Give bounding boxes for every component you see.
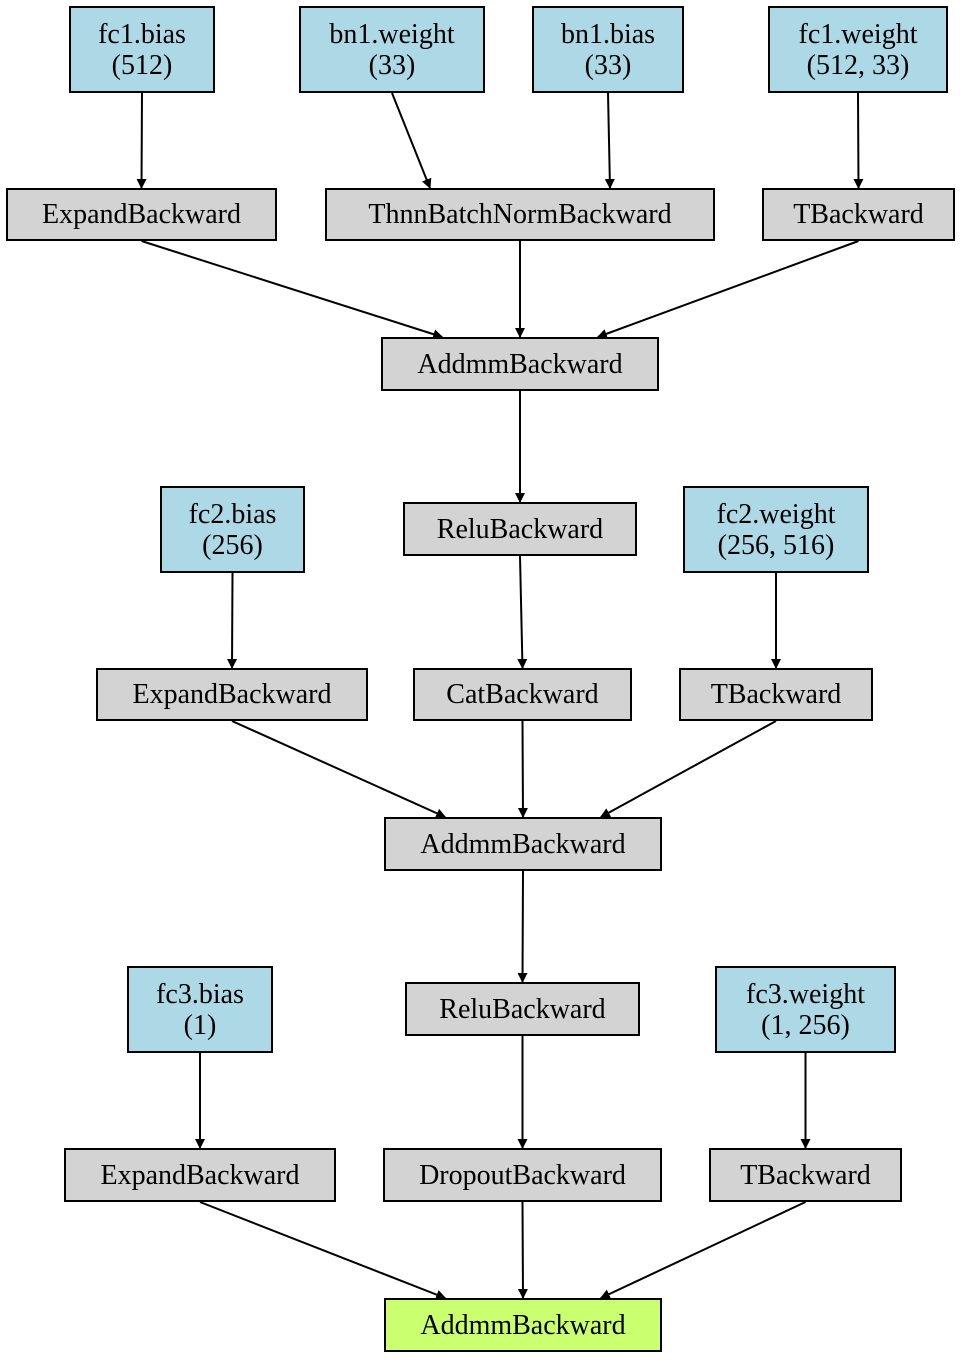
- param-node-fc3-bias: fc3.bias (1): [127, 966, 273, 1053]
- edge-t3-to-addmm3: [599, 1201, 806, 1299]
- edge-fc1_weight-to-t1: [853, 92, 864, 189]
- param-shape: (33): [368, 49, 416, 81]
- op-label: AddmmBackward: [420, 828, 626, 860]
- edge-t1-to-addmm1: [596, 240, 859, 339]
- param-node-bn1-weight: bn1.weight (33): [299, 6, 485, 93]
- param-name: fc1.weight: [798, 18, 918, 50]
- op-label: AddmmBackward: [420, 1309, 626, 1341]
- param-shape: (512): [111, 49, 173, 81]
- edge-fc1_bias-to-expand1: [136, 92, 147, 189]
- op-node-relu-backward: ReluBackward: [403, 502, 637, 556]
- param-node-fc2-bias: fc2.bias (256): [160, 486, 305, 573]
- param-node-fc1-bias: fc1.bias (512): [69, 6, 215, 93]
- edge-cat-to-addmm2: [517, 720, 528, 818]
- edge-expand3-to-addmm3: [199, 1201, 447, 1300]
- op-node-cat-backward: CatBackward: [413, 668, 632, 721]
- op-node-t-backward: TBackward: [762, 188, 955, 241]
- op-node-relu-backward: ReluBackward: [405, 982, 640, 1036]
- op-node-addmm-backward: AddmmBackward: [381, 337, 659, 391]
- op-label: DropoutBackward: [419, 1159, 626, 1191]
- edge-addmm2-to-relu2: [517, 870, 528, 983]
- op-node-expand-backward: ExpandBackward: [64, 1148, 336, 1202]
- op-label: ReluBackward: [436, 513, 604, 545]
- edge-bn1_bias-to-batchnorm: [604, 92, 615, 189]
- op-label: CatBackward: [446, 679, 599, 710]
- op-label: TBackward: [740, 1159, 871, 1191]
- edge-t2-to-addmm2: [599, 720, 777, 818]
- op-node-addmm-backward: AddmmBackward: [384, 817, 662, 871]
- param-shape: (256, 516): [717, 529, 835, 561]
- op-label: TBackward: [710, 679, 842, 710]
- op-label: ThnnBatchNormBackward: [368, 199, 672, 230]
- param-node-fc2-weight: fc2.weight (256, 516): [683, 486, 869, 573]
- param-name: fc2.weight: [716, 498, 836, 530]
- param-name: fc2.bias: [188, 498, 277, 530]
- op-node-expand-backward: ExpandBackward: [96, 668, 368, 721]
- op-label: AddmmBackward: [417, 348, 623, 380]
- edge-bn1_weight-to-batchnorm: [391, 92, 432, 189]
- output-node-addmm-backward: AddmmBackward: [384, 1298, 662, 1352]
- param-shape: (256): [202, 529, 263, 561]
- edge-relu1-to-cat: [517, 555, 528, 669]
- op-label: TBackward: [793, 199, 924, 230]
- op-node-dropout-backward: DropoutBackward: [383, 1148, 662, 1202]
- param-node-fc3-weight: fc3.weight (1, 256): [715, 966, 896, 1053]
- op-label: ExpandBackward: [100, 1159, 300, 1191]
- param-name: bn1.weight: [329, 18, 455, 50]
- param-shape: (1, 256): [761, 1009, 850, 1041]
- param-name: fc1.bias: [98, 18, 186, 50]
- param-name: bn1.bias: [560, 18, 656, 50]
- param-node-fc1-weight: fc1.weight (512, 33): [768, 6, 948, 93]
- edge-expand2-to-addmm2: [231, 720, 447, 818]
- op-label: ExpandBackward: [41, 199, 242, 230]
- op-label: ExpandBackward: [132, 679, 332, 710]
- edge-expand1-to-addmm1: [141, 240, 444, 340]
- op-label: ReluBackward: [439, 993, 606, 1025]
- edge-dropout-to-addmm3: [517, 1201, 528, 1299]
- op-node-expand-backward: ExpandBackward: [6, 188, 277, 241]
- param-name: fc3.weight: [746, 978, 865, 1010]
- edge-fc2_bias-to-expand2: [227, 572, 238, 669]
- param-shape: (1): [183, 1009, 217, 1041]
- param-name: fc3.bias: [156, 978, 244, 1010]
- op-node-thnn-batchnorm-backward: ThnnBatchNormBackward: [325, 188, 715, 241]
- param-node-bn1-bias: bn1.bias (33): [532, 6, 684, 93]
- param-shape: (512, 33): [806, 49, 910, 81]
- param-shape: (33): [584, 49, 632, 81]
- op-node-t-backward: TBackward: [709, 1148, 902, 1202]
- op-node-t-backward: TBackward: [679, 668, 873, 721]
